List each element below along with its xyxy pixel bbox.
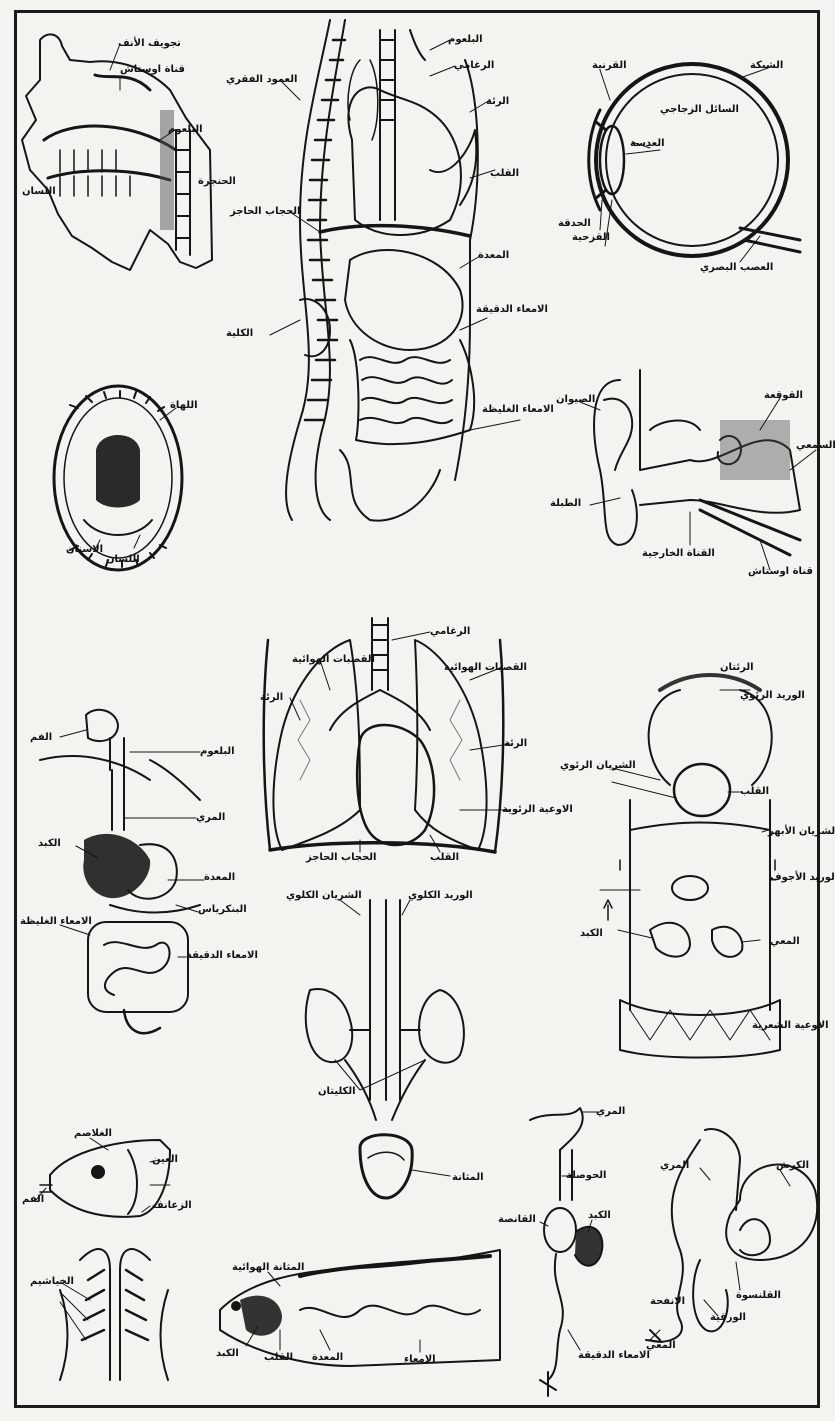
head-label-tongue: اللسان: [22, 186, 56, 197]
circ-label-capillaries: الرئتان: [720, 662, 754, 673]
ear-label-eustachian: قناة اوستاش: [748, 566, 813, 577]
ear-label-nerve: العصب السمعي: [796, 440, 835, 451]
bird-label-crop: الحوصلة: [566, 1170, 606, 1181]
ear-label-pinna: الصيوان: [556, 394, 595, 405]
digestive-label-stomach: المعدة: [204, 872, 235, 883]
eye-drawing: [589, 64, 800, 256]
digestive-label-pancreas: البنكرياس: [198, 904, 247, 915]
kidneys-label-bladder: المثانة: [452, 1172, 484, 1183]
kidneys-drawing: [306, 900, 464, 1198]
kidneys-label-kidneys: الكليتان: [318, 1086, 356, 1097]
digestive-label-small: الامعاء الدقيقة: [186, 950, 258, 961]
bird-label-intestine: الامعاء الدقيقة: [578, 1350, 650, 1361]
torso-label-small-intestine: الامعاء الدقيقة: [476, 304, 548, 315]
digestive-label-esophagus: المري: [196, 812, 225, 823]
ear-label-cochlea: القوقعة: [764, 390, 803, 401]
lungs-label-pulmonary: الاوعية الرئوية: [502, 804, 573, 815]
fish-head-drawing: [40, 1140, 170, 1217]
ruminant-label-abomasum: الانفحة: [650, 1296, 685, 1307]
head-label-larynx: الحنجرة: [198, 176, 236, 187]
lungs-label-lung-right: الرئة: [504, 738, 527, 749]
mouth-label-uvula: اللهاة: [170, 400, 198, 411]
lungs-label-trachea: الرغامي: [430, 626, 470, 637]
torso-label-lung: الرئة: [486, 96, 509, 107]
eye-label-lens: العدسة: [630, 138, 665, 149]
head-label-eustachian: قناة اوستاش: [120, 64, 185, 75]
torso-section-drawing: [286, 20, 478, 521]
circ-label-liver: الكبد: [580, 928, 603, 939]
head-label-nasal: تجويف الأنف: [118, 38, 181, 49]
ear-label-eardrum: الطبلة: [550, 498, 581, 509]
circ-label-body-caps: الاوعية الشعرية: [752, 1020, 829, 1031]
eye-label-optic: العصب البصري: [700, 262, 773, 273]
lungs-label-heart: القلب: [430, 852, 459, 863]
mouth-label-teeth: الاسنان: [66, 544, 103, 555]
ruminant-label-intestine: المعي: [646, 1340, 676, 1351]
lungs-label-bronchi-right: القصبات الهوائية: [444, 662, 527, 673]
fish-label-stomach: المعدة: [312, 1352, 343, 1363]
kidneys-label-vein: الوريد الكلوي: [408, 890, 473, 901]
eye-label-iris: القزحية: [572, 232, 610, 243]
ruminant-label-reticulum: القلنسوة: [736, 1290, 781, 1301]
eye-label-vitreous: السائل الزجاجي: [660, 104, 739, 115]
circulation-drawing: [604, 675, 780, 1058]
digestive-label-mouth: الفم: [30, 732, 52, 743]
torso-label-stomach: المعدة: [478, 250, 509, 261]
circ-label-vena: الوريد الأجوف: [770, 872, 835, 883]
bird-label-esophagus: المري: [596, 1106, 625, 1117]
kidneys-label-artery: الشريان الكلوي: [286, 890, 362, 901]
eye-label-cornea: القرنية: [592, 60, 627, 71]
fish-label-heart: القلب: [264, 1352, 293, 1363]
open-mouth-drawing: [54, 386, 182, 570]
torso-label-large-intestine: الامعاء الغليظة: [482, 404, 554, 415]
fish-gills-drawing: [60, 1249, 168, 1380]
ear-label-canal: القناة الخارجية: [642, 548, 715, 559]
eye-label-pupil: الحدقة: [558, 218, 591, 229]
circ-label-aorta: الشريان الأبهر: [768, 826, 835, 837]
fish-label-liver: الكبد: [216, 1348, 239, 1359]
eye-label-retina: الشبكة: [750, 60, 783, 71]
fish-label-gill-cover: الغلاصم: [74, 1128, 112, 1139]
digestive-system-drawing: [40, 710, 200, 1033]
fish-label-intestine: الامعاء: [404, 1354, 436, 1365]
bird-label-gizzard: القانصة: [498, 1214, 536, 1225]
ruminant-label-esophagus: المري: [660, 1160, 689, 1171]
mouth-label-tongue: اللسان: [106, 554, 140, 565]
torso-label-spine: العمود الفقري: [226, 74, 297, 85]
fish-label-eye: العين: [152, 1154, 178, 1165]
bird-label-liver: الكبد: [588, 1210, 611, 1221]
circ-label-pulm-vein: الوريد الرئوي: [740, 690, 805, 701]
digestive-label-liver: الكبد: [38, 838, 61, 849]
ruminant-label-rumen: الكرش: [776, 1160, 809, 1171]
head-label-pharynx: البلعوم: [168, 124, 203, 135]
torso-label-trachea: الرغامي: [454, 60, 494, 71]
lungs-label-lung-left: الرئة: [260, 692, 283, 703]
torso-label-pharynx: البلعوم: [448, 34, 483, 45]
lungs-label-bronchi-left: القصبات الهوائية: [292, 654, 375, 665]
circ-label-heart: القلب: [740, 786, 769, 797]
torso-label-diaphragm: الحجاب الحاجز: [230, 206, 300, 217]
fish-label-fins: الزعانف: [152, 1200, 192, 1211]
fish-label-bladder: المثانة الهوائية: [232, 1262, 304, 1273]
fish-label-mouth: الفم: [22, 1194, 44, 1205]
fish-label-gills: الخياشيم: [30, 1276, 74, 1287]
torso-label-kidney: الكلية: [226, 328, 253, 339]
digestive-label-large: الامعاء الغليظة: [20, 916, 92, 927]
ruminant-label-omasum: الورقية: [710, 1312, 746, 1323]
lungs-label-diaphragm: الحجاب الحاجز: [306, 852, 376, 863]
digestive-label-pharynx: البلعوم: [200, 746, 235, 757]
circ-label-intestine: المعي: [770, 936, 800, 947]
torso-label-heart: القلب: [490, 168, 519, 179]
circ-label-pulm-artery: الشريان الرئوي: [560, 760, 636, 771]
